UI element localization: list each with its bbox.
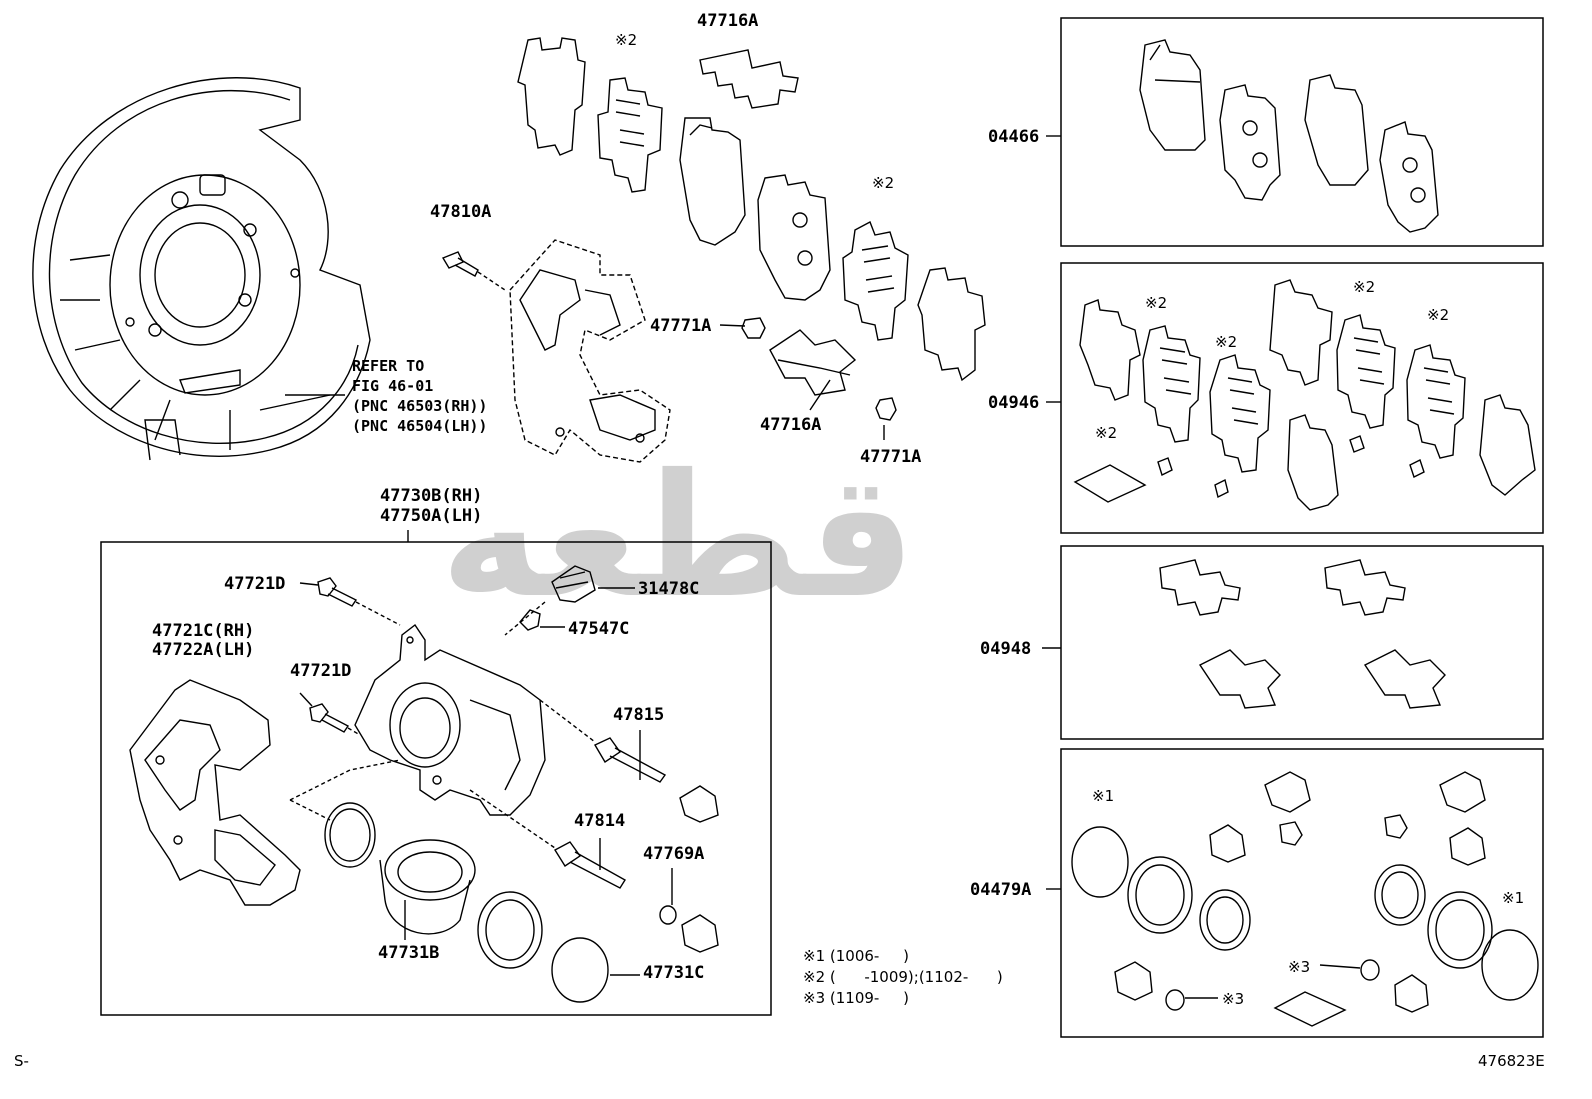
mark-2-kit-a: ※2	[1145, 294, 1168, 312]
part-label-47716A-top[interactable]: 47716A	[697, 11, 759, 31]
mark-2-kit-d: ※2	[1427, 306, 1450, 324]
mark-3-lower: ※3	[1222, 990, 1245, 1008]
top-pads-drawing	[517, 37, 986, 421]
part-label-47716A-mid[interactable]: 47716A	[760, 415, 822, 435]
refer-line-3: (PNC 46503(RH))	[352, 397, 488, 415]
kit-label-04466[interactable]: 04466	[988, 127, 1040, 147]
part-label-47731B[interactable]: 47731B	[378, 943, 440, 963]
mark-1-left: ※1	[1092, 787, 1115, 805]
part-label-47722A[interactable]: 47722A(LH)	[152, 640, 255, 660]
mark-3-upper: ※3	[1288, 958, 1311, 976]
part-label-47771A-1[interactable]: 47771A	[650, 316, 712, 336]
part-label-47815[interactable]: 47815	[613, 705, 665, 725]
caliper-bracket-top-drawing	[441, 239, 671, 463]
kit-label-04948[interactable]: 04948	[980, 639, 1032, 659]
mark-2-kit-e: ※2	[1095, 424, 1118, 442]
kit-box-04948	[1060, 545, 1544, 740]
caliper-assembly-drawing	[129, 324, 885, 1003]
mark-2-kit-b: ※2	[1353, 278, 1376, 296]
figure-id: 476823E	[1478, 1052, 1545, 1070]
kit-04946-drawing	[1073, 279, 1536, 511]
footnote-2: ※2 ( -1009);(1102- )	[803, 968, 1003, 986]
part-label-47731C[interactable]: 47731C	[643, 963, 705, 983]
kit-04948-drawing	[1159, 559, 1446, 709]
part-label-47771A-2[interactable]: 47771A	[860, 447, 922, 467]
part-label-47810A[interactable]: 47810A	[430, 202, 492, 222]
footnote-1: ※1 (1006- )	[803, 947, 910, 965]
part-label-47721D-2[interactable]: 47721D	[290, 661, 352, 681]
kit-box-04946	[1060, 262, 1544, 534]
kit-box-04479A	[1060, 748, 1544, 1038]
part-label-47721D-1[interactable]: 47721D	[224, 574, 286, 594]
kit-box-04466	[1060, 17, 1544, 247]
kit-label-04479A[interactable]: 04479A	[970, 880, 1032, 900]
mark-2-kit-c: ※2	[1215, 333, 1238, 351]
part-label-47547C[interactable]: 47547C	[568, 619, 630, 639]
refer-line-2: FIG 46-01	[352, 377, 434, 395]
part-label-47814[interactable]: 47814	[574, 811, 626, 831]
kit-04466-drawing	[1139, 39, 1439, 233]
part-label-47730B[interactable]: 47730B(RH)	[380, 486, 483, 506]
kit-04479A-drawing	[1071, 771, 1539, 1027]
watermark-logo: ﻗﻄﻌﻪ	[440, 438, 916, 636]
part-label-47721C[interactable]: 47721C(RH)	[152, 621, 255, 641]
kit-label-04946[interactable]: 04946	[988, 393, 1040, 413]
part-label-47769A[interactable]: 47769A	[643, 844, 705, 864]
caliper-assembly-frame	[100, 541, 772, 1016]
mark-1-right: ※1	[1502, 889, 1525, 907]
part-label-31478C[interactable]: 31478C	[638, 579, 700, 599]
mark-2-top: ※2	[615, 31, 638, 49]
dust-shield-drawing	[32, 77, 371, 461]
refer-line-1: REFER TO	[352, 357, 425, 375]
refer-line-4: (PNC 46504(LH))	[352, 417, 488, 435]
footnote-3: ※3 (1109- )	[803, 989, 910, 1007]
footer-left-code: S-	[14, 1052, 29, 1070]
part-label-47750A[interactable]: 47750A(LH)	[380, 506, 483, 526]
mark-2-pad: ※2	[872, 174, 895, 192]
